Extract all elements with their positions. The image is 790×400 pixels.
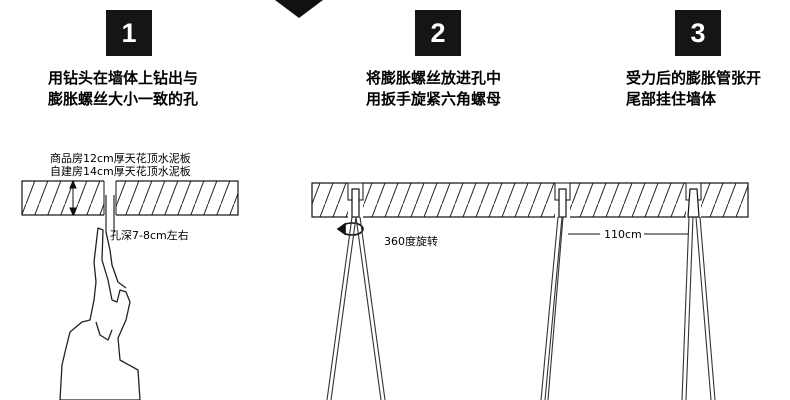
step-3-description: 受力后的膨胀管张开 尾部挂住墙体 [626,68,761,110]
ceiling-slab-step-2-3 [311,182,749,218]
rotation-note: 360度旋转 [384,235,438,248]
step-3-line-2: 尾部挂住墙体 [626,90,717,108]
ceiling-type-1-note: 商品房12cm厚天花顶水泥板 [50,152,191,165]
step-2-line-2: 用扳手旋紧六角螺母 [366,90,502,108]
rotation-arrow-icon [336,222,364,236]
step-3-badge: 3 [675,10,721,56]
thickness-dimension-arrow [69,179,77,217]
spacing-note: 110cm [604,228,642,241]
step-2-description: 将膨胀螺丝放进孔中 用扳手旋紧六角螺母 [366,68,501,110]
step-2-badge: 2 [415,10,461,56]
drill-bit [105,195,115,232]
worker-drilling-figure [59,227,141,400]
step-1-description: 用钻头在墙体上钻出与 膨胀螺丝大小一致的孔 [48,68,198,110]
step-1-line-2: 膨胀螺丝大小一致的孔 [48,90,199,108]
step-3-line-1: 受力后的膨胀管张开 [626,69,762,87]
step-1-badge: 1 [106,10,152,56]
step-2-line-1: 将膨胀螺丝放进孔中 [366,69,502,87]
ceiling-type-2-note: 自建房14cm厚天花顶水泥板 [50,165,191,178]
hanging-chains [326,216,716,400]
hole-depth-note: 孔深7-8cm左右 [110,229,189,242]
section-pointer-icon [275,0,323,18]
step-1-line-1: 用钻头在墙体上钻出与 [48,69,199,87]
ceiling-slab-step-1 [21,180,239,216]
